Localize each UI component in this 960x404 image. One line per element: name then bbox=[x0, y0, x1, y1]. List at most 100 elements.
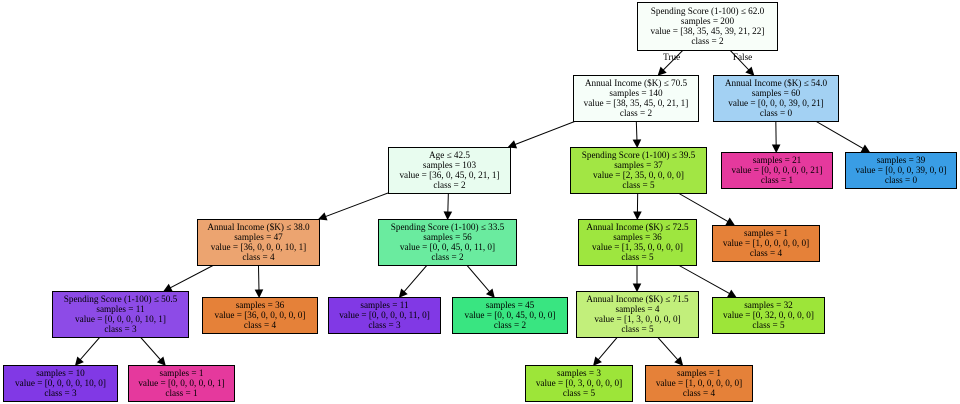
tree-edge-n11-n18 bbox=[139, 336, 166, 366]
node-text-line: value = [0, 0, 0, 0, 10, 1] bbox=[75, 314, 166, 324]
node-text-line: Spending Score (1-100) ≤ 39.5 bbox=[582, 150, 696, 160]
arrowhead bbox=[593, 356, 602, 366]
node-text-line: Spending Score (1-100) ≤ 33.5 bbox=[391, 222, 505, 232]
node-text-line: class = 2 bbox=[431, 252, 464, 262]
tree-edge-n1-n3 bbox=[507, 120, 577, 149]
edge-line bbox=[514, 120, 577, 145]
node-text-line: value = [0, 0, 45, 0, 0, 0] bbox=[465, 310, 556, 320]
edge-line bbox=[657, 336, 679, 361]
node-text-line: Annual Income ($K) ≤ 71.5 bbox=[586, 294, 689, 304]
node-text-line: value = [0, 0, 0, 0, 0, 1] bbox=[138, 378, 224, 388]
arrowhead bbox=[254, 289, 264, 299]
node-text-line: value = [36, 0, 0, 0, 0, 0] bbox=[215, 310, 306, 320]
node-text-line: samples = 32 bbox=[744, 300, 793, 310]
node-text-line: class = 2 bbox=[620, 108, 653, 118]
tree-edge-n3-n8 bbox=[443, 192, 453, 221]
node-text-line: value = [2, 35, 0, 0, 0, 0] bbox=[593, 170, 684, 180]
node-box bbox=[52, 291, 189, 338]
node-text-line: samples = 11 bbox=[360, 300, 409, 310]
tree-edge-n15-n19 bbox=[593, 336, 618, 366]
edge-line bbox=[677, 192, 729, 222]
node-text-line: class = 1 bbox=[761, 175, 794, 185]
tree-edge-n11-n17 bbox=[74, 336, 101, 366]
node-text-line: value = [0, 32, 0, 0, 0, 0] bbox=[723, 310, 814, 320]
node-text-line: value = [0, 0, 0, 0, 0, 21] bbox=[732, 165, 823, 175]
edge-line bbox=[635, 120, 638, 141]
node-text-line: value = [0, 0, 0, 39, 0, 0] bbox=[856, 165, 947, 175]
node-text-line: value = [1, 0, 0, 0, 0, 0] bbox=[723, 238, 809, 248]
arrowhead bbox=[74, 356, 84, 366]
node-text-line: samples = 21 bbox=[753, 155, 802, 165]
node-box bbox=[3, 365, 118, 402]
node-text-line: samples = 4 bbox=[616, 304, 660, 314]
node-text-line: samples = 36 bbox=[236, 300, 285, 310]
node-text-line: samples = 1 bbox=[744, 228, 788, 238]
tree-edge-n2-n5 bbox=[771, 120, 781, 154]
node-text-line: Annual Income ($K) ≤ 72.5 bbox=[586, 222, 689, 232]
node-text-line: samples = 103 bbox=[423, 160, 477, 170]
tree-edges: True False bbox=[74, 49, 871, 366]
node-text-line: samples = 11 bbox=[96, 304, 145, 314]
arrowhead bbox=[860, 144, 871, 153]
node-text-line: value = [0, 0, 0, 0, 10, 0] bbox=[15, 378, 106, 388]
node-text-line: class = 5 bbox=[622, 180, 655, 190]
arrowhead bbox=[317, 212, 328, 221]
node-text-line: class = 5 bbox=[752, 320, 785, 330]
node-box bbox=[570, 147, 707, 194]
node-text-line: class = 5 bbox=[621, 324, 654, 334]
edge-line bbox=[170, 264, 215, 289]
node-box bbox=[525, 365, 633, 402]
tree-edge-n2-n6 bbox=[815, 120, 871, 153]
edge-line bbox=[729, 49, 750, 71]
node-text-line: class = 3 bbox=[44, 388, 77, 398]
node-text-line: value = [38, 35, 45, 39, 21, 22] bbox=[651, 26, 765, 36]
arrowhead bbox=[745, 66, 755, 76]
node-box bbox=[128, 365, 235, 402]
edge-line bbox=[597, 336, 618, 360]
node-text-line: class = 4 bbox=[244, 320, 277, 330]
node-text-line: value = [1, 3, 0, 0, 0, 0] bbox=[594, 314, 680, 324]
edge-line bbox=[79, 336, 101, 361]
node-text-line: samples = 36 bbox=[613, 232, 662, 242]
tree-edge-n0-n2: False bbox=[729, 49, 755, 76]
arrowhead bbox=[657, 66, 667, 76]
node-text-line: value = [1, 35, 0, 0, 0, 0] bbox=[592, 242, 683, 252]
edge-line bbox=[815, 120, 864, 149]
node-box bbox=[576, 291, 699, 338]
node-text-line: samples = 200 bbox=[681, 16, 735, 26]
arrowhead bbox=[632, 283, 642, 293]
node-text-line: class = 0 bbox=[760, 108, 793, 118]
node-box bbox=[202, 297, 318, 334]
node-text-line: class = 5 bbox=[563, 388, 596, 398]
tree-edge-n7-n11 bbox=[163, 264, 215, 292]
node-text-line: samples = 3 bbox=[557, 368, 601, 378]
tree-edge-n1-n4 bbox=[632, 120, 642, 149]
node-text-line: class = 3 bbox=[368, 320, 401, 330]
arrowhead bbox=[727, 289, 737, 298]
node-box bbox=[712, 297, 825, 334]
node-text-line: class = 4 bbox=[750, 248, 783, 258]
node-box bbox=[645, 365, 753, 402]
tree-edge-n3-n7 bbox=[317, 192, 389, 221]
node-box bbox=[578, 219, 697, 266]
tree-edge-n0-n1: True bbox=[657, 49, 684, 76]
node-text-line: value = [38, 35, 45, 0, 21, 1] bbox=[584, 98, 689, 108]
node-text-line: class = 2 bbox=[494, 320, 527, 330]
tree-edge-n8-n13 bbox=[398, 264, 428, 298]
node-text-line: value = [36, 0, 45, 0, 21, 1] bbox=[399, 170, 499, 180]
arrowhead bbox=[485, 288, 495, 298]
edge-line bbox=[662, 49, 684, 71]
node-text-line: value = [0, 0, 0, 39, 0, 21] bbox=[728, 98, 824, 108]
